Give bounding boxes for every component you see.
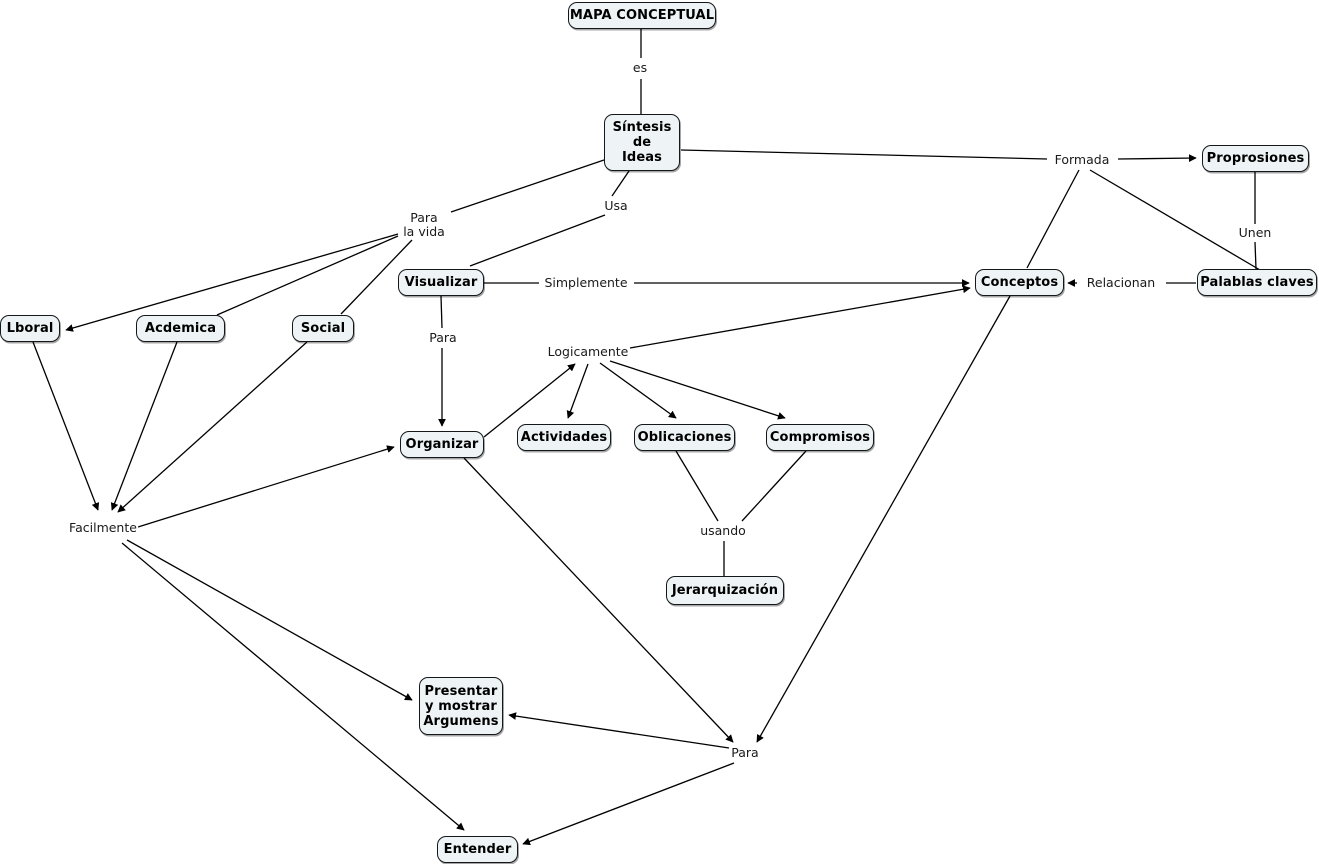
- edge-logicamente-conceptos: [629, 285, 971, 349]
- edge-paralavida-lboral: [65, 233, 399, 332]
- link-label-unen: Unen: [1237, 225, 1273, 240]
- link-label-relacionan: Relacionan: [1085, 275, 1157, 290]
- node-conceptos[interactable]: Conceptos: [975, 269, 1064, 296]
- link-label-para-la-vida: Para la vida: [402, 210, 446, 239]
- edge-social-facilmente: [117, 341, 308, 513]
- link-label-simplemente: Simplemente: [543, 275, 629, 290]
- edge-unen-palabras: [1254, 241, 1257, 270]
- edge-organizar-logicamente: [483, 363, 576, 438]
- link-label-facilmente: Facilmente: [68, 520, 138, 535]
- edge-lboral-facilmente: [32, 341, 100, 511]
- edge-sintesis-usa: [611, 170, 630, 197]
- edge-sintesis-paralavida: [450, 159, 605, 213]
- edge-visualizar-para: [440, 295, 443, 329]
- edge-formada-proprosiones: [1117, 154, 1197, 162]
- edge-para-bottom-entender: [522, 762, 735, 846]
- node-oblicaciones[interactable]: Oblicaciones: [634, 424, 735, 451]
- node-social[interactable]: Social: [292, 315, 354, 342]
- node-mapa-conceptual[interactable]: MAPA CONCEPTUAL: [568, 2, 716, 29]
- edge-facilmente-organizar: [137, 445, 395, 528]
- node-compromisos[interactable]: Compromisos: [766, 424, 874, 451]
- link-label-logicamente: Logicamente: [546, 344, 630, 359]
- edge-formada-conceptos: [1026, 169, 1080, 269]
- node-entender[interactable]: Entender: [437, 836, 518, 863]
- edge-para-bottom-presentar: [508, 712, 730, 749]
- node-acdemica[interactable]: Acdemica: [136, 315, 225, 342]
- link-label-usa: Usa: [603, 198, 629, 213]
- edge-logicamente-actividades: [566, 363, 589, 419]
- edge-paralavida-social: [340, 239, 413, 315]
- edge-usa-visualizar: [469, 214, 606, 267]
- node-palablas-claves[interactable]: Palablas claves: [1197, 269, 1317, 296]
- link-label-formada: Formada: [1053, 152, 1111, 167]
- edge-sintesis-formada: [680, 149, 1048, 160]
- edge-acdemica-facilmente: [110, 341, 178, 511]
- node-organizar[interactable]: Organizar: [400, 431, 484, 458]
- node-lboral[interactable]: Lboral: [0, 315, 60, 342]
- edge-logicamente-compromisos: [609, 360, 786, 420]
- edge-paralavida-acdemica: [216, 235, 399, 316]
- link-label-es: es: [631, 60, 649, 75]
- node-presentar-y-mostrar-argumens[interactable]: Presentar y mostrar Argumens: [419, 677, 503, 735]
- node-proprosiones[interactable]: Proprosiones: [1202, 145, 1309, 172]
- edge-organizar-para-bottom: [463, 457, 734, 743]
- edge-facilmente-entender: [121, 542, 465, 831]
- edge-compromisos-usando: [741, 450, 807, 522]
- edge-conceptos-para-bottom: [756, 295, 1011, 743]
- node-visualizar[interactable]: Visualizar: [398, 269, 484, 296]
- edge-oblicaciones-usando: [675, 450, 719, 522]
- node-sintesis-de-ideas[interactable]: Síntesis de Ideas: [604, 114, 680, 171]
- edge-facilmente-presentar: [126, 539, 413, 701]
- link-label-para-organizar: Para: [428, 330, 458, 345]
- edge-formada-palabras: [1089, 169, 1261, 271]
- node-actividades[interactable]: Actividades: [517, 424, 611, 451]
- node-jerarquizacion[interactable]: Jerarquización: [666, 576, 784, 605]
- link-label-para-bottom: Para: [730, 745, 760, 760]
- link-label-usando: usando: [699, 523, 747, 538]
- edge-logicamente-oblicaciones: [599, 362, 677, 419]
